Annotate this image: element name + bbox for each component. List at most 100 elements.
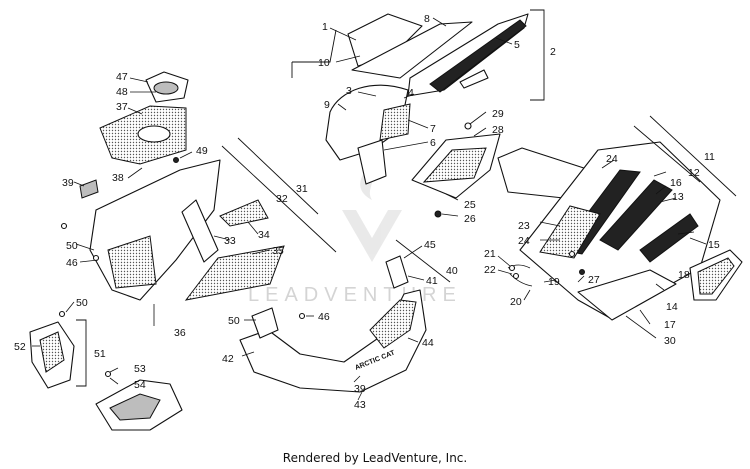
clip-22[interactable] — [512, 272, 520, 280]
panel-53-shade — [109, 393, 161, 421]
gauge-bezel-48[interactable] — [153, 81, 179, 95]
callout-49: 49 — [196, 145, 208, 157]
callout-54: 54 — [134, 379, 146, 391]
callout-47: 47 — [116, 71, 128, 83]
callout-26: 26 — [464, 213, 476, 225]
windshield-bracket[interactable] — [459, 69, 489, 89]
harness-group — [497, 255, 557, 301]
callout-4: 4 — [408, 87, 414, 99]
lower-left-parts-group — [29, 301, 183, 431]
screw-46b[interactable] — [298, 312, 306, 320]
fastener-23[interactable] — [568, 250, 576, 258]
callout-52: 52 — [14, 341, 26, 353]
watermark-text: LEADVENTURE — [248, 284, 462, 306]
console-side-mesh[interactable] — [107, 235, 157, 289]
callout-18: 18 — [678, 269, 690, 281]
clip-21[interactable] — [508, 264, 516, 272]
callout-38: 38 — [112, 172, 124, 184]
callout-15: 15 — [708, 239, 720, 251]
side-panel-mesh[interactable] — [539, 205, 601, 259]
callout-29: 29 — [492, 108, 504, 120]
callout-39a: 39 — [62, 177, 74, 189]
callout-44: 44 — [422, 337, 434, 349]
callout-30: 30 — [664, 335, 676, 347]
callout-24b: 24 — [518, 235, 530, 247]
screw-50a[interactable] — [60, 222, 68, 230]
callout-11: 11 — [704, 151, 715, 163]
center-panel-group — [411, 111, 591, 218]
belly-pan-mesh[interactable] — [369, 299, 417, 349]
side-panel-decal-stripe-3 — [639, 213, 699, 263]
push-rivet-29[interactable] — [464, 122, 472, 130]
callout-48: 48 — [116, 86, 128, 98]
knee-pad-34[interactable] — [219, 199, 269, 227]
callout-34: 34 — [258, 229, 270, 241]
callout-46b: 46 — [318, 311, 330, 323]
callout-50c: 50 — [228, 315, 240, 327]
callout-51: 51 — [94, 348, 106, 360]
callout-17: 17 — [664, 319, 676, 331]
callout-23: 23 — [518, 220, 530, 232]
watermark-logo — [342, 172, 402, 262]
screw-49[interactable] — [173, 157, 179, 163]
belly-pan-group: ARCTIC CAT — [239, 239, 451, 401]
callout-36: 36 — [174, 327, 186, 339]
screw-54[interactable] — [104, 370, 112, 378]
callout-14: 14 — [666, 301, 678, 313]
side-panel-lower-trim[interactable] — [577, 269, 677, 321]
callout-37: 37 — [116, 101, 128, 113]
callout-40: 40 — [446, 265, 458, 277]
callout-24a: 24 — [606, 153, 618, 165]
callout-labels: 1 2 3 4 5 6 7 8 9 10 11 12 13 14 15 16 1… — [14, 13, 720, 411]
callout-7: 7 — [430, 123, 436, 135]
callout-50b: 50 — [76, 297, 88, 309]
callout-35: 35 — [272, 245, 284, 257]
callout-41: 41 — [426, 275, 438, 287]
callout-50a: 50 — [66, 240, 78, 252]
belly-pan[interactable] — [239, 289, 427, 393]
callout-12: 12 — [688, 167, 700, 179]
callout-21: 21 — [484, 248, 496, 260]
callout-20: 20 — [510, 296, 522, 308]
instrument-pod-opening — [137, 125, 171, 143]
hood-lower-lip[interactable] — [357, 139, 387, 185]
callout-43: 43 — [354, 399, 366, 411]
callout-53: 53 — [134, 363, 146, 375]
fastener-27[interactable] — [579, 269, 585, 275]
callout-31: 31 — [296, 183, 308, 195]
callout-16: 16 — [670, 177, 682, 189]
left-console-group — [60, 71, 337, 326]
side-panel-decal-stripe-2 — [599, 179, 673, 251]
windshield-trim-strip[interactable] — [351, 21, 473, 79]
callout-25: 25 — [464, 199, 476, 211]
callout-22: 22 — [484, 264, 496, 276]
side-vent-grille[interactable] — [422, 147, 487, 183]
steering-support-33[interactable] — [181, 199, 219, 263]
callout-45: 45 — [424, 239, 436, 251]
callout-27: 27 — [588, 274, 600, 286]
callout-28: 28 — [492, 124, 504, 136]
knee-pad-35[interactable] — [184, 245, 285, 301]
callout-33: 33 — [224, 235, 236, 247]
hood-vent-mesh[interactable] — [379, 103, 411, 141]
side-vent-grille-18-mesh — [697, 257, 735, 295]
belly-pan-bracket-41[interactable] — [385, 255, 409, 289]
label-39[interactable] — [79, 179, 99, 199]
callout-9: 9 — [324, 99, 330, 111]
callout-5: 5 — [514, 39, 520, 51]
panel-51-mesh — [39, 331, 65, 373]
windshield-group — [291, 9, 545, 185]
callout-39b: 39 — [354, 383, 366, 395]
bracket-42[interactable] — [251, 307, 279, 339]
screw-26[interactable] — [434, 210, 442, 218]
callout-8: 8 — [424, 13, 430, 25]
windshield-rail-bar[interactable] — [429, 19, 527, 93]
callout-19: 19 — [548, 276, 560, 288]
callout-6: 6 — [430, 137, 436, 149]
callout-46a: 46 — [66, 257, 78, 269]
screw-50b[interactable] — [58, 310, 66, 318]
callout-32: 32 — [276, 193, 288, 205]
callout-10: 10 — [318, 57, 330, 69]
callout-42: 42 — [222, 353, 234, 365]
